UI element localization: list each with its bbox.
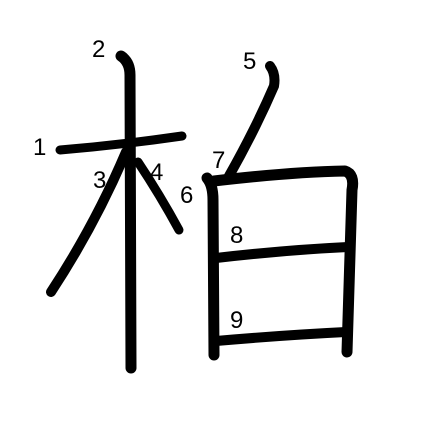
stroke-number-7: 7 — [212, 147, 225, 174]
stroke-number-1: 1 — [33, 134, 46, 161]
stroke-number-4: 4 — [150, 159, 163, 186]
stroke-7 — [208, 165, 359, 358]
stroke-1 — [55, 131, 187, 155]
stroke-4 — [133, 157, 184, 235]
stroke-number-3: 3 — [93, 167, 106, 194]
stroke-3 — [46, 147, 131, 297]
stroke-number-6: 6 — [180, 182, 193, 209]
stroke-number-5: 5 — [243, 48, 256, 75]
stroke-8 — [211, 242, 353, 263]
stroke-5 — [224, 61, 280, 181]
stroke-number-8: 8 — [230, 222, 243, 249]
stroke-2 — [115, 50, 137, 374]
stroke-9 — [211, 327, 351, 346]
stroke-6 — [201, 172, 220, 361]
stroke-number-2: 2 — [92, 36, 105, 63]
stroke-number-9: 9 — [230, 307, 243, 334]
